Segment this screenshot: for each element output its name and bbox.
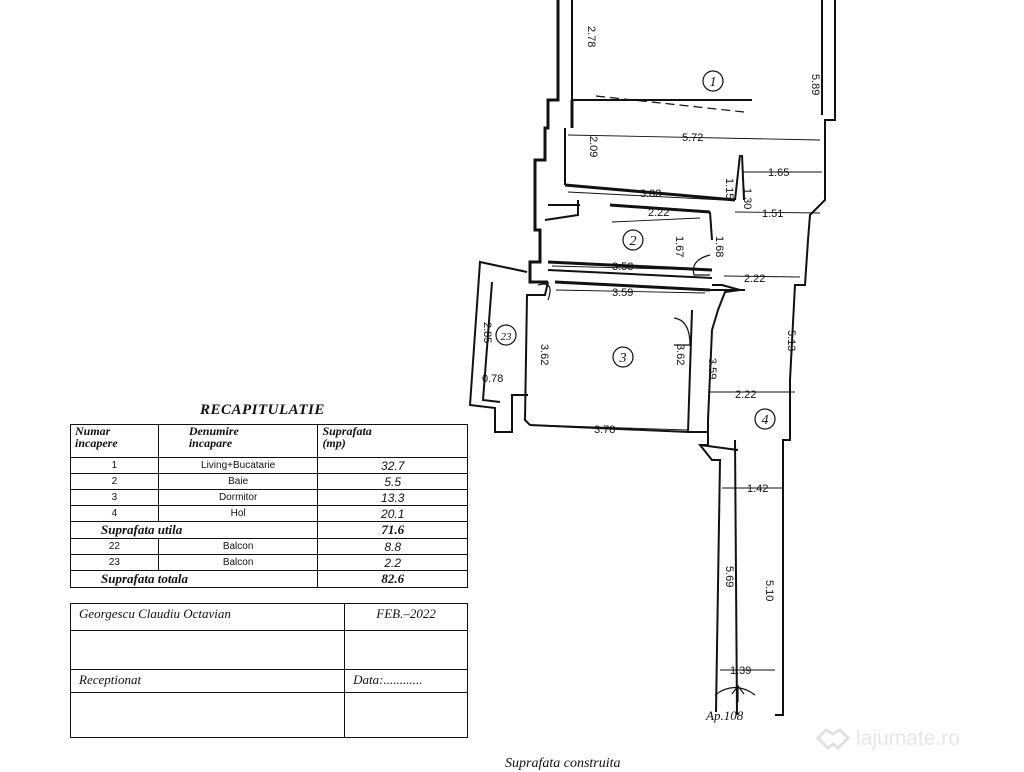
room-number-4: 4 (762, 413, 769, 428)
dim-text: 1.65 (768, 167, 789, 179)
handshake-icon (816, 728, 850, 751)
recap-table: Numar incapere Denumire incapare Suprafa… (69, 424, 468, 588)
dim-text: 3.59 (612, 287, 633, 299)
room-number-1: 1 (710, 75, 717, 90)
dim-text: 5.89 (809, 74, 821, 95)
dim-text: 2.22 (648, 207, 669, 219)
watermark: lajumate.ro (816, 724, 960, 754)
util-row: Suprafata utila 71.6 (69, 521, 468, 539)
row-name: Living+Bucatarie (157, 457, 319, 474)
row-area: 5.5 (317, 473, 468, 490)
received-label: Receptionat (69, 669, 346, 693)
recap-header-row: Numar incapere Denumire incapare Suprafa… (70, 424, 468, 458)
row-nr: 22 (70, 538, 159, 555)
row-name: Balcon (157, 554, 319, 571)
wall-outer-right (775, 0, 836, 716)
table-row: 23 Balcon 2.2 (70, 554, 468, 571)
row-name: Hol (157, 505, 319, 522)
total-label: Suprafata totala (69, 570, 319, 588)
dim-text: 3.83 (640, 188, 661, 200)
blank-cell (344, 692, 468, 738)
row-area: 2.2 (317, 554, 468, 571)
bottom-caption: Suprafata construita (505, 756, 621, 771)
table-row: 2 Baie 5.5 (70, 473, 468, 490)
dim-text: 3.59 (706, 358, 718, 379)
dim-text: 1.67 (673, 236, 685, 257)
util-label: Suprafata utila (69, 521, 319, 539)
row-name: Dormitor (157, 489, 319, 506)
watermark-text: lajumate.ro (856, 727, 960, 750)
util-value: 71.6 (317, 521, 468, 539)
table-row: 4 Hol 20.1 (70, 505, 468, 522)
recap-title: RECAPITULATIE (200, 402, 325, 418)
row-name: Baie (157, 473, 319, 490)
row-area: 8.8 (317, 538, 468, 555)
dim-text: 5.10 (763, 580, 775, 601)
dim-text: 1.42 (747, 483, 768, 495)
row-name: Balcon (157, 538, 319, 555)
header-nr: Numar incapere (70, 424, 159, 458)
header-area: Suprafata (mp) (317, 424, 468, 458)
dim-text: 2.78 (585, 26, 597, 47)
dim-text: 1.15 (723, 178, 735, 199)
dim-text: 5.13 (785, 330, 797, 351)
door-arc-1 (537, 283, 551, 301)
apartment-label: Ap.108 (705, 708, 744, 723)
row-nr: 3 (70, 489, 159, 506)
dim-text: 5.72 (682, 132, 703, 144)
door-arc-3 (692, 254, 711, 276)
dim-text: 1.30 (741, 188, 753, 209)
dim-text: 1.51 (762, 208, 783, 220)
row-nr: 23 (70, 554, 159, 571)
row-nr: 1 (70, 457, 159, 474)
entrance-arrow-icon (731, 685, 745, 702)
blank-cell (69, 630, 346, 670)
room-number-3: 3 (619, 351, 627, 366)
dim-text: 2.85 (481, 322, 493, 343)
header-name: Denumire incapare (157, 424, 319, 458)
balcony-23-walls (468, 260, 528, 433)
wall-outer-left (528, 0, 560, 284)
author-name: Georgescu Claudiu Octavian (69, 603, 346, 631)
dim-text: 2.09 (587, 136, 599, 157)
dim-text: 3.62 (538, 344, 550, 365)
plan-date: FEB.–2022 (344, 603, 468, 631)
door-arc-2 (673, 317, 691, 346)
row-nr: 4 (70, 505, 159, 522)
table-row: 1 Living+Bucatarie 32.7 (70, 457, 468, 474)
row-area: 20.1 (317, 505, 468, 522)
table-row: 22 Balcon 8.8 (70, 538, 468, 555)
signature-table: Georgescu Claudiu Octavian FEB.–2022 Rec… (69, 603, 468, 738)
blank-cell (69, 692, 346, 738)
row-area: 32.7 (317, 457, 468, 474)
dim-text: 3.58 (612, 261, 633, 273)
dim-text: 5.69 (723, 566, 735, 587)
row-area: 13.3 (317, 489, 468, 506)
data-label: Data:............ (344, 669, 468, 693)
dim-text: 2.22 (735, 389, 756, 401)
blank-cell (344, 630, 468, 670)
table-row: 3 Dormitor 13.3 (70, 489, 468, 506)
row-nr: 2 (70, 473, 159, 490)
room-number-23: 23 (501, 331, 513, 343)
dim-text: 0.78 (482, 373, 503, 385)
room-number-2: 2 (630, 234, 637, 249)
dim-text: 2.22 (744, 273, 765, 285)
dim-text: 1.39 (730, 665, 751, 677)
total-value: 82.6 (317, 570, 468, 588)
dim-text: 3.78 (594, 424, 615, 436)
dim-text: 3.62 (674, 344, 686, 365)
door-arc-4 (714, 686, 756, 696)
total-row: Suprafata totala 82.6 (69, 570, 468, 588)
dim-text: 1.68 (713, 236, 725, 257)
